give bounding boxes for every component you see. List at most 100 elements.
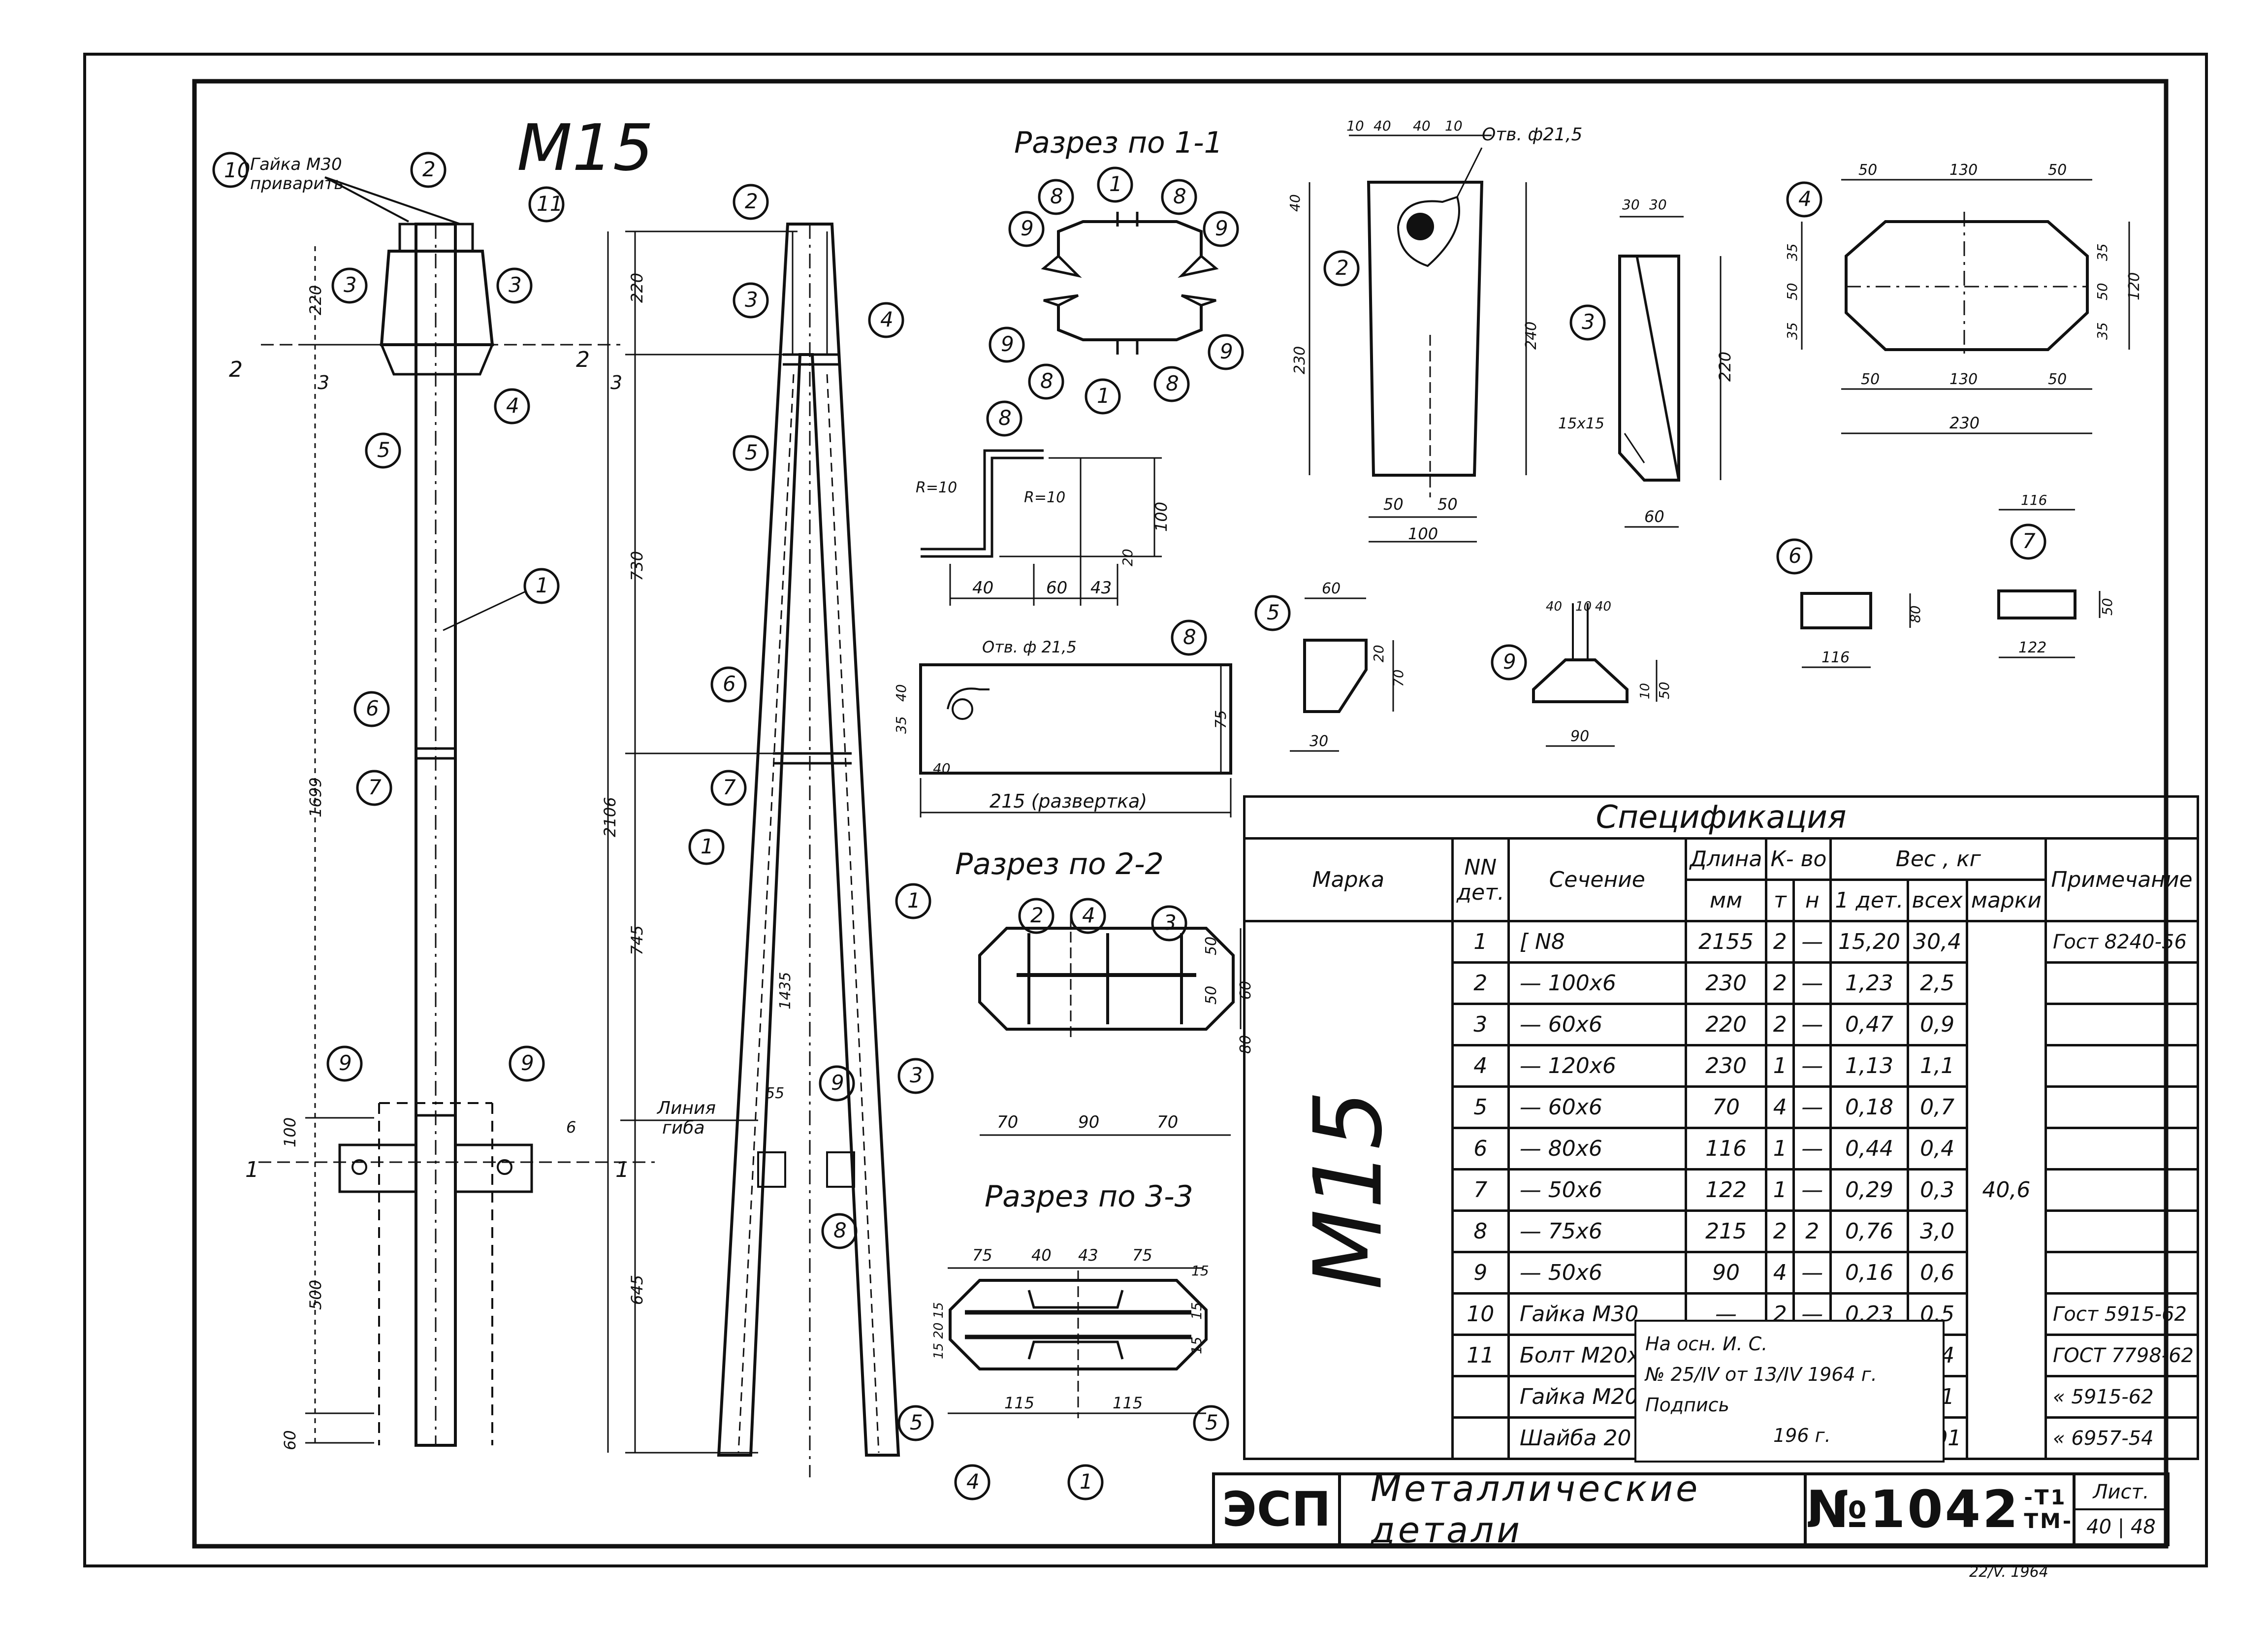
dim-p9-40a: 40 (1546, 599, 1562, 614)
callout-5-s33-r: 5 (1205, 1410, 1218, 1434)
dim-p4-35b: 35 (1784, 322, 1800, 340)
dim-p4-50e: 50 (1861, 371, 1880, 388)
cell-n: 1 (1451, 920, 1510, 964)
cell-t: 2 (1765, 1209, 1795, 1253)
sheet-title: Металлические детали (1371, 1468, 1701, 1551)
header-weight-mark: марки (1965, 879, 2047, 922)
section-mark-1-right: 1 (615, 1157, 629, 1182)
dim-p8-40b: 40 (893, 684, 909, 702)
sheet-numbers: 40 | 48 (2086, 1515, 2156, 1538)
callout-6-front: 6 (723, 672, 736, 696)
dim-p2-hole: Отв. ф21,5 (1482, 125, 1582, 145)
dim-p2-100: 100 (1408, 524, 1438, 543)
stamp-line-2: № 25/IV от 13/IV 1964 г. (1645, 1364, 1877, 1385)
callout-9-s11-tr: 9 (1215, 216, 1228, 240)
dim-s33-15b: 15 (1188, 1302, 1205, 1320)
cell-n (1451, 1375, 1510, 1419)
sheet-info: Лист. 40 | 48 (2073, 1475, 2167, 1543)
dim-s33-115a: 115 (1004, 1394, 1034, 1412)
dim-p4-35d: 35 (2094, 322, 2110, 340)
part-6 (1776, 538, 1911, 668)
callout-10: 10 (224, 158, 250, 182)
cell-wa: 0,3 (1906, 1168, 1968, 1212)
callout-4-s33: 4 (966, 1469, 980, 1494)
part-7 (1997, 509, 2101, 658)
part-8-bent (921, 400, 1162, 606)
header-note: Примечание (2044, 837, 2199, 922)
callout-1-s11-bot: 1 (1097, 384, 1110, 408)
dim-p3-30b: 30 (1649, 196, 1667, 213)
hole-marker (1406, 213, 1434, 240)
dim-p4-35a: 35 (1784, 243, 1800, 261)
callout-3-part: 3 (1582, 310, 1595, 334)
dim-side-3: 3 (318, 372, 329, 393)
cell-h: — (1792, 1085, 1832, 1129)
part-4 (1786, 179, 2130, 434)
cell-n: 3 (1451, 1003, 1510, 1046)
dim-side-top: 220 (306, 285, 325, 315)
dim-p3-15: 15x15 (1558, 415, 1604, 432)
header-section: Сечение (1507, 837, 1687, 922)
dim-front-730: 730 (628, 551, 646, 581)
dim-p5-70: 70 (1390, 669, 1406, 687)
dim-p6-80: 80 (1907, 605, 1923, 623)
cell-w1: 0,47 (1829, 1003, 1909, 1046)
callout-4-front: 4 (880, 307, 894, 331)
cell-h: — (1792, 1168, 1832, 1212)
stamp-line-4: 196 г. (1773, 1425, 1831, 1446)
cell-note (2044, 1127, 2199, 1171)
dim-side-100: 100 (281, 1117, 299, 1147)
callout-7-side: 7 (368, 775, 382, 799)
dim-p8-r1: R=10 (916, 479, 957, 496)
callout-6-part: 6 (1789, 544, 1802, 568)
front-view (607, 223, 900, 1477)
dim-p2-40b: 40 (1413, 118, 1431, 134)
cell-note: Гост 5915-62 (2044, 1292, 2199, 1336)
cell-len: 122 (1684, 1168, 1768, 1212)
cell-len: 230 (1684, 961, 1768, 1005)
cell-h: — (1792, 1127, 1832, 1171)
dim-p4-120: 120 (2126, 272, 2143, 300)
cell-h: — (1792, 1044, 1832, 1088)
dim-front-645: 645 (628, 1275, 646, 1305)
callout-9-s11-bl: 9 (1001, 332, 1014, 356)
cell-wa: 0,7 (1906, 1085, 1968, 1129)
cell-sec: — 50x6 (1507, 1251, 1687, 1295)
outer-frame (83, 53, 2208, 1567)
cell-note: Гост 8240-56 (2044, 920, 2199, 964)
header-weight-one: 1 дет. (1829, 879, 1909, 922)
main-label: М15 (517, 110, 654, 185)
dim-p9-90: 90 (1570, 728, 1589, 745)
cell-note: ГОСТ 7798-62 (2044, 1334, 2199, 1377)
cell-t: 1 (1765, 1044, 1795, 1088)
cell-w1: 0,44 (1829, 1127, 1909, 1171)
dim-p3-30a: 30 (1622, 196, 1640, 213)
cell-w1: 15,20 (1829, 920, 1909, 964)
callout-2-s22: 2 (1030, 903, 1044, 927)
dim-p4-50c: 50 (1784, 283, 1800, 300)
cell-t: 1 (1765, 1168, 1795, 1212)
dim-s22-70a: 70 (997, 1112, 1018, 1132)
dim-p9-10: 10 (1575, 599, 1592, 614)
cell-n: 2 (1451, 961, 1510, 1005)
mark-weight: 40,6 (1965, 920, 2047, 1460)
part-9 (1491, 603, 1658, 747)
dim-p4-50d: 50 (2094, 283, 2110, 300)
dim-s22-50b: 50 (1203, 986, 1220, 1005)
dim-p7-50: 50 (2099, 598, 2115, 616)
cell-n: 4 (1451, 1044, 1510, 1088)
dim-p8-40c: 40 (933, 760, 951, 777)
cell-len: 230 (1684, 1044, 1768, 1088)
header-weight-all: всех (1906, 879, 1968, 922)
callout-2-part: 2 (1336, 256, 1349, 280)
callout-3-front: 3 (745, 288, 758, 312)
dim-p8-r2: R=10 (1024, 489, 1065, 506)
callout-5-s33-l: 5 (910, 1410, 923, 1434)
dim-p4-50f: 50 (2048, 371, 2067, 388)
dim-p2-230: 230 (1291, 346, 1309, 374)
header-mark: Марка (1243, 837, 1454, 922)
